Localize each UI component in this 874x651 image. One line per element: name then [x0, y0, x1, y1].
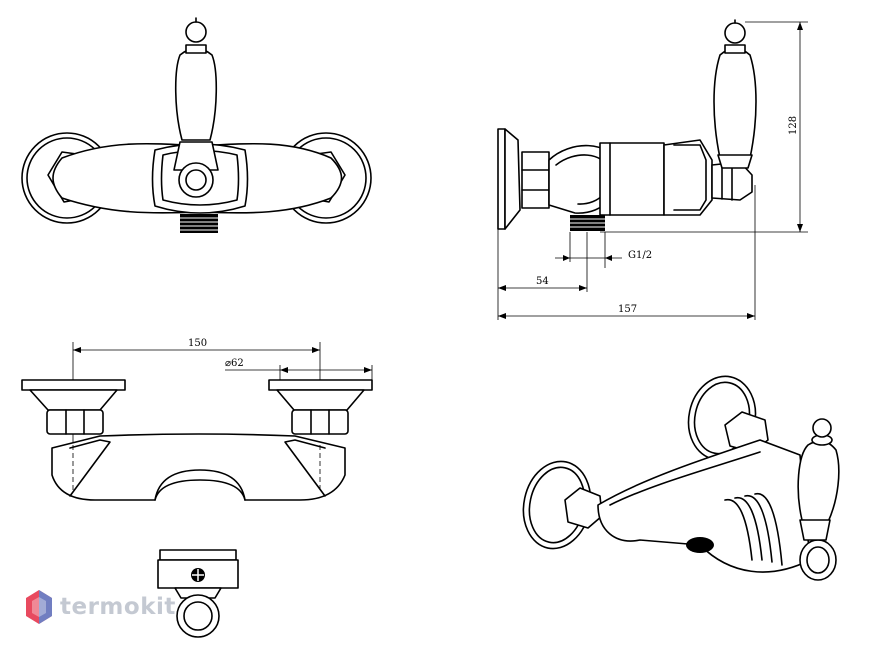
dim-150: 150 — [188, 338, 207, 349]
brand-logo: termokit — [24, 588, 176, 626]
top-view: 150 ⌀62 — [21, 338, 373, 638]
brand-name: termokit — [60, 594, 176, 620]
dim-diameter-62: ⌀62 — [225, 358, 244, 369]
isometric-view — [522, 375, 840, 581]
front-view — [21, 17, 372, 233]
brand-hexagon-icon — [26, 590, 52, 624]
dim-157: 157 — [618, 304, 637, 315]
dim-54: 54 — [536, 276, 549, 287]
dim-g12: G1/2 — [628, 250, 652, 261]
dim-128: 128 — [788, 116, 799, 135]
side-view: 128 G1/2 54 157 — [497, 19, 808, 320]
